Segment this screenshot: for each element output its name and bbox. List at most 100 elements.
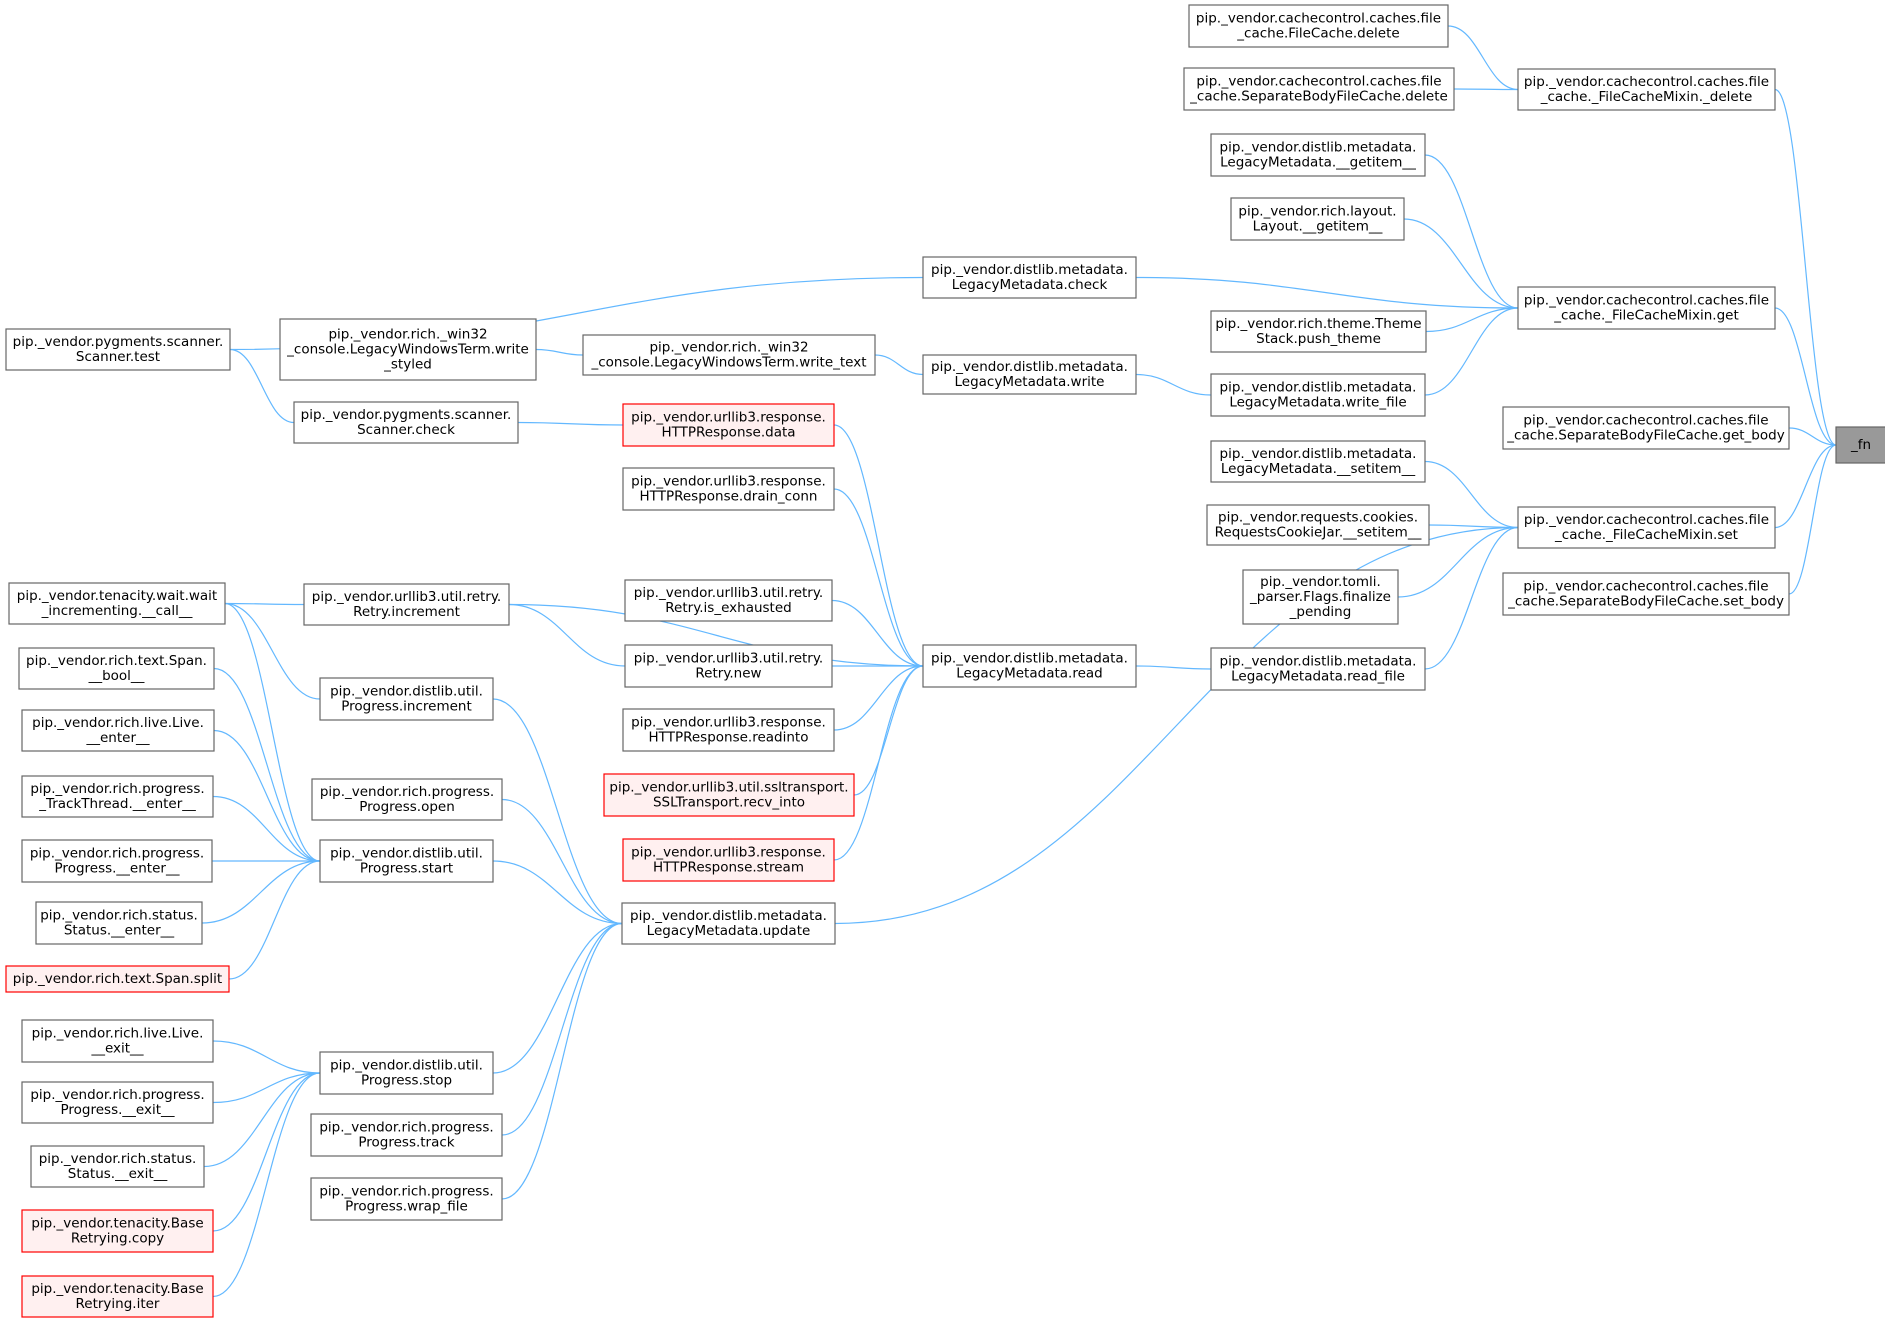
- node-label-line: pip._vendor.rich.progress.: [30, 846, 204, 862]
- node-lmgetitem[interactable]: pip._vendor.distlib.metadata.LegacyMetad…: [1210, 133, 1426, 177]
- node-box: [319, 839, 494, 883]
- node-label-line: LegacyMetadata.update: [647, 923, 811, 939]
- edge-lmupdate-to-mixset: [834, 526, 1519, 925]
- node-spanbool[interactable]: pip._vendor.rich.text.Span.__bool__: [18, 647, 215, 690]
- node-lmwrite[interactable]: pip._vendor.distlib.metadata.LegacyMetad…: [922, 354, 1137, 395]
- node-progstart[interactable]: pip._vendor.distlib.util.Progress.start: [319, 839, 494, 883]
- node-liveexit[interactable]: pip._vendor.rich.live.Live.__exit__: [21, 1019, 214, 1063]
- node-progtrack[interactable]: pip._vendor.rich.progress.Progress.track: [310, 1113, 503, 1157]
- node-label-line: LegacyMetadata.read: [956, 666, 1102, 682]
- edge-fcdel-to-mixdel: [1447, 25, 1519, 91]
- node-retrynew[interactable]: pip._vendor.urllib3.util.retry.Retry.new: [624, 644, 833, 688]
- node-label-line: _cache.SeparateBodyFileCache.delete: [1189, 89, 1448, 105]
- node-wtstyled[interactable]: pip._vendor.rich._win32_console.LegacyWi…: [279, 318, 537, 381]
- node-box: [18, 647, 215, 690]
- edge-liveenter-to-progstart: [213, 729, 321, 862]
- edge-wtstyled-to-wttext: [535, 348, 584, 356]
- node-mixget[interactable]: pip._vendor.cachecontrol.caches.file_cac…: [1517, 286, 1776, 330]
- edge-progstart-to-waitcall: [224, 602, 321, 862]
- node-wttext[interactable]: pip._vendor.rich._win32_console.LegacyWi…: [582, 334, 876, 376]
- node-label-line: pip._vendor.distlib.metadata.: [630, 908, 827, 924]
- node-label-line: Progress.open: [359, 799, 455, 815]
- node-label-line: pip._vendor.urllib3.util.ssltransport.: [609, 780, 848, 796]
- node-cookiesetitem[interactable]: pip._vendor.requests.cookies.RequestsCoo…: [1206, 504, 1430, 546]
- node-progexit[interactable]: pip._vendor.rich.progress.Progress.__exi…: [21, 1081, 214, 1124]
- edge-spansplit-to-progstart: [228, 860, 321, 980]
- node-box: [1242, 569, 1399, 625]
- node-label-line: Progress.stop: [361, 1073, 452, 1089]
- node-fn[interactable]: _fn: [1835, 426, 1885, 464]
- node-lmwritefile[interactable]: pip._vendor.distlib.metadata.LegacyMetad…: [1210, 373, 1426, 417]
- node-progstop[interactable]: pip._vendor.distlib.util.Progress.stop: [319, 1051, 494, 1095]
- node-readinto[interactable]: pip._vendor.urllib3.response.HTTPRespons…: [622, 708, 835, 752]
- node-getbody[interactable]: pip._vendor.cachecontrol.caches.file_cac…: [1502, 406, 1790, 450]
- node-spansplit[interactable]: pip._vendor.rich.text.Span.split: [5, 965, 230, 993]
- node-label-line: pip._vendor.pygments.scanner.: [301, 407, 512, 423]
- node-label-line: HTTPResponse.drain_conn: [640, 489, 818, 505]
- node-label-line: _fn: [1850, 437, 1871, 453]
- node-lmsetitem[interactable]: pip._vendor.distlib.metadata.LegacyMetad…: [1210, 440, 1426, 483]
- node-label-line: _cache._FileCacheMixin.set: [1554, 527, 1738, 543]
- node-box: [21, 709, 215, 752]
- node-progenter[interactable]: pip._vendor.rich.progress.Progress.__ent…: [21, 839, 213, 883]
- node-box: [624, 644, 833, 688]
- edge-wttext-to-lmwrite: [874, 354, 924, 376]
- node-wrapfile[interactable]: pip._vendor.rich.progress.Progress.wrap_…: [310, 1177, 503, 1221]
- node-label-line: pip._vendor.cachecontrol.caches.file: [1196, 11, 1441, 27]
- node-box: [1183, 67, 1455, 111]
- node-label-line: Progress.__enter__: [55, 861, 180, 877]
- node-recvinto[interactable]: pip._vendor.urllib3.util.ssltransport.SS…: [603, 773, 855, 817]
- node-stream[interactable]: pip._vendor.urllib3.response.HTTPRespons…: [622, 838, 835, 882]
- node-lmreadfile[interactable]: pip._vendor.distlib.metadata.LegacyMetad…: [1210, 647, 1426, 691]
- node-label-line: Retry.increment: [353, 604, 460, 620]
- node-mixdel[interactable]: pip._vendor.cachecontrol.caches.file_cac…: [1517, 68, 1776, 111]
- node-sbfcdel[interactable]: pip._vendor.cachecontrol.caches.file_cac…: [1183, 67, 1455, 111]
- node-respdata[interactable]: pip._vendor.urllib3.response.HTTPRespons…: [622, 403, 835, 447]
- node-progopen[interactable]: pip._vendor.rich.progress.Progress.open: [311, 778, 503, 821]
- node-laygetitem[interactable]: pip._vendor.rich.layout.Layout.__getitem…: [1230, 197, 1405, 241]
- node-lmupdate[interactable]: pip._vendor.distlib.metadata.LegacyMetad…: [621, 902, 836, 945]
- node-label-line: pip._vendor.rich.progress.: [319, 1184, 493, 1200]
- edge-lmupdate-to-progtrack: [501, 922, 623, 1136]
- edge-statusexit-to-progstop: [203, 1072, 321, 1168]
- node-label-line: LegacyMetadata.__setitem__: [1221, 461, 1415, 477]
- node-lmcheck[interactable]: pip._vendor.distlib.metadata.LegacyMetad…: [922, 256, 1137, 299]
- node-label-line: LegacyMetadata.__getitem__: [1220, 155, 1416, 171]
- node-label-line: _TrackThread.__enter__: [38, 796, 196, 812]
- node-tomli[interactable]: pip._vendor.tomli._parser.Flags.finalize…: [1242, 569, 1399, 625]
- node-progincrement[interactable]: pip._vendor.distlib.util.Progress.increm…: [319, 677, 494, 721]
- node-setbody[interactable]: pip._vendor.cachecontrol.caches.file_cac…: [1502, 572, 1790, 616]
- node-pygcheck[interactable]: pip._vendor.pygments.scanner.Scanner.che…: [293, 401, 519, 444]
- edge-mixset-to-fn: [1774, 444, 1837, 529]
- node-label-line: pip._vendor.distlib.metadata.: [1220, 380, 1417, 396]
- edge-lmreadfile-to-mixset: [1424, 526, 1519, 670]
- node-label-line: Status.__exit__: [68, 1166, 168, 1182]
- node-box: [1230, 197, 1405, 241]
- node-box: [293, 401, 519, 444]
- node-statusenter[interactable]: pip._vendor.rich.status.Status.__enter__: [35, 901, 203, 945]
- node-pushtheme[interactable]: pip._vendor.rich.theme.ThemeStack.push_t…: [1210, 310, 1427, 353]
- node-retryinc[interactable]: pip._vendor.urllib3.util.retry.Retry.inc…: [303, 583, 510, 626]
- node-mixset[interactable]: pip._vendor.cachecontrol.caches.file_cac…: [1517, 506, 1776, 549]
- node-drainconn[interactable]: pip._vendor.urllib3.response.HTTPRespons…: [622, 467, 835, 511]
- node-box: [1502, 406, 1790, 450]
- node-statusexit[interactable]: pip._vendor.rich.status.Status.__exit__: [30, 1145, 205, 1188]
- node-label-line: pip._vendor.urllib3.util.retry.: [312, 589, 501, 605]
- node-box: [303, 583, 510, 626]
- node-trackenter[interactable]: pip._vendor.rich.progress._TrackThread._…: [21, 775, 214, 818]
- edge-laygetitem-to-mixget: [1403, 218, 1519, 309]
- node-waitcall[interactable]: pip._vendor.tenacity.wait.wait_increment…: [8, 582, 226, 625]
- node-isexhausted[interactable]: pip._vendor.urllib3.util.retry.Retry.is_…: [624, 579, 833, 622]
- node-box: [622, 403, 835, 447]
- node-liveenter[interactable]: pip._vendor.rich.live.Live.__enter__: [21, 709, 215, 752]
- node-fcdel[interactable]: pip._vendor.cachecontrol.caches.file_cac…: [1188, 4, 1449, 48]
- node-label-line: pip._vendor.rich.progress.: [320, 784, 494, 800]
- node-label-line: Progress.track: [358, 1135, 454, 1151]
- node-label-line: _cache.SeparateBodyFileCache.set_body: [1507, 594, 1784, 610]
- node-lmread[interactable]: pip._vendor.distlib.metadata.LegacyMetad…: [922, 644, 1137, 688]
- node-label-line: pip._vendor.urllib3.response.: [631, 845, 826, 861]
- node-pygtest[interactable]: pip._vendor.pygments.scanner.Scanner.tes…: [5, 328, 231, 371]
